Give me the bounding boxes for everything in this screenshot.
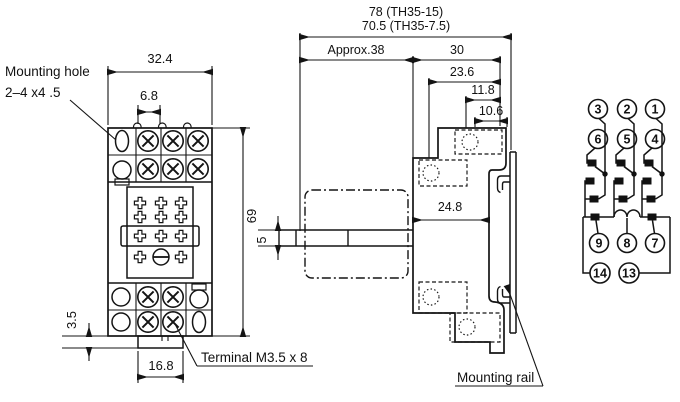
mounting-rail-leader [503, 283, 544, 387]
mounting-hole-spec-label: 2–4 x4 .5 [5, 85, 61, 100]
dim-30-label: 30 [450, 43, 464, 57]
dim-depth-label: 24.8 [438, 200, 462, 214]
dim-pitch-label: 6.8 [140, 88, 158, 103]
pin-3: 3 [595, 102, 602, 116]
mounting-hole-leader [69, 99, 117, 141]
mounting-hole-circle [112, 160, 132, 180]
dim-height-label: 69 [244, 209, 259, 223]
dim-106-label: 10.6 [479, 104, 503, 118]
contact-squares [585, 159, 665, 221]
relay-blade [278, 229, 413, 247]
center-band [120, 225, 200, 247]
pin-8: 8 [624, 236, 631, 250]
din-latch [137, 335, 184, 349]
relay-phantom-outline [304, 189, 409, 279]
pin-5: 5 [624, 132, 631, 146]
dim-118-label: 11.8 [471, 83, 494, 97]
dim-foot-label: 3.5 [64, 311, 79, 329]
front-dimensions: 32.4 6.8 69 3.5 16.8 [62, 51, 259, 383]
coil-symbol [613, 209, 641, 218]
dim-rail15-label: 78 (TH35-15) [369, 5, 443, 19]
pin-6: 6 [595, 132, 602, 146]
pin-2: 2 [624, 102, 631, 116]
dim-236-label: 23.6 [450, 65, 474, 79]
socket-side-outline [412, 127, 507, 354]
dim-blade-label: 5 [255, 236, 269, 243]
pin-7: 7 [652, 236, 659, 250]
pin-9: 9 [596, 236, 603, 250]
dim-rail75-label: 70.5 (TH35-7.5) [362, 19, 450, 33]
pin-block-outline [126, 186, 194, 279]
pin-13: 13 [622, 266, 636, 280]
side-view: 78 (TH35-15) 70.5 (TH35-7.5) Approx.38 3… [255, 5, 544, 387]
mounting-hole-oval [114, 129, 130, 153]
schematic-wires [582, 117, 671, 274]
center-screw [152, 248, 170, 266]
pin-1: 1 [652, 102, 659, 116]
mounting-rail-label: Mounting rail [457, 370, 534, 385]
side-dimensions: 78 (TH35-15) 70.5 (TH35-7.5) Approx.38 3… [255, 5, 513, 260]
pin-slots [120, 196, 200, 266]
pin-14: 14 [593, 266, 607, 280]
pin-numbers: 3 2 1 6 5 4 9 8 7 14 13 [587, 98, 666, 284]
din-rail-profile [496, 151, 517, 334]
pin-4: 4 [652, 132, 659, 146]
hidden-screw-holes [422, 133, 479, 336]
front-view: 32.4 6.8 69 3.5 16.8 Mounting hole 2–4 x… [5, 51, 313, 383]
dim-approx-label: Approx.38 [328, 43, 385, 57]
pin-guide-bumps [132, 122, 192, 128]
hidden-detail [418, 129, 503, 343]
dim-latch-label: 16.8 [148, 358, 173, 373]
terminal-leader [174, 323, 313, 367]
mounting-hole-label: Mounting hole [5, 64, 90, 79]
pin-schematic: 3 2 1 6 5 4 9 8 7 14 13 [582, 98, 671, 284]
dim-width-label: 32.4 [147, 51, 172, 66]
terminal-label: Terminal M3.5 x 8 [201, 350, 308, 365]
